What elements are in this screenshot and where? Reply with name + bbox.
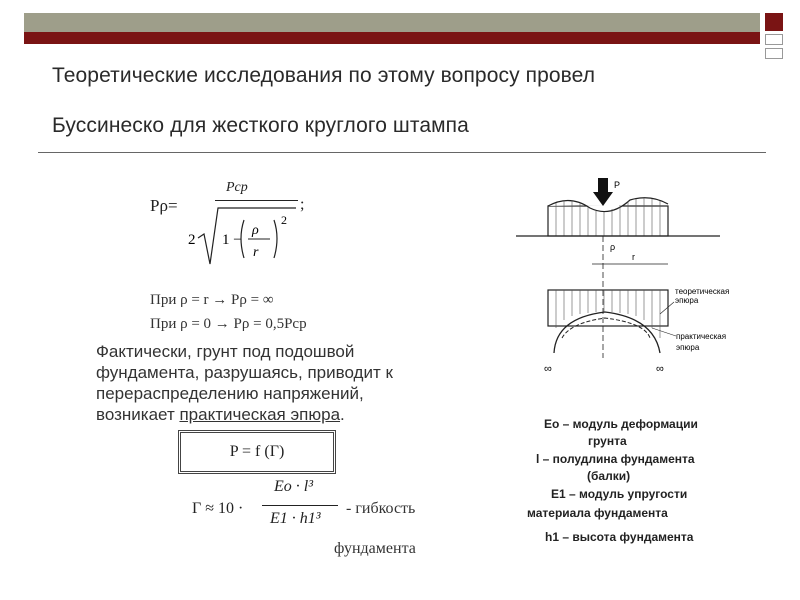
paragraph-line: возникает практическая эпюра. [96,405,345,424]
formula1-fraction-bar [215,200,298,201]
formula1-numerator: Pср [226,180,248,195]
condition-2: При ρ = 0 → Pρ = 0,5Pср [150,316,307,332]
load-hatching [555,198,661,236]
note-h1: h1 – высота фундамента [545,530,694,544]
practical-label-2: эпюра [676,343,700,352]
flexibility-label: - гибкость [346,500,416,517]
note-eo: Eo – модуль деформации [544,417,698,431]
svg-text:1 −: 1 − [222,232,242,248]
practical-label: практическая [676,332,726,341]
header-bar [24,13,760,32]
corner-square-filled [765,13,783,31]
note-l-cont: (балки) [587,469,631,483]
flexibility-fraction-bar [262,505,338,506]
lower-stamp-outline [547,289,669,327]
theoretical-label: теоретическая [675,287,729,296]
corner-square-outline [765,48,783,59]
title-divider [38,152,766,153]
infinity-right: ∞ [656,363,664,375]
load-curve [547,197,669,213]
rho-label: ρ [610,242,615,252]
flexibility-lhs: Г ≈ 10 · [192,500,244,517]
infinity-left: ∞ [544,363,552,375]
svg-text:2: 2 [188,232,196,248]
stress-diagram: P ρ r теоретическая эпюра практическая э… [516,178,729,375]
theoretical-label-2: эпюра [675,296,699,305]
flexibility-label-cont: фундамента [334,540,416,557]
load-label: P [614,180,620,190]
note-e1: E1 – модуль упругости [551,487,688,501]
r-label: r [632,252,635,262]
load-arrow-shaft [598,178,608,194]
paragraph-line: фундамента, разрушаясь, приводит к [96,363,393,382]
paragraph-line: Фактически, грунт под подошвой [96,342,355,361]
formula1-denominator: 2 1 − ρ r 2 [188,207,296,265]
corner-square-outline [765,34,783,45]
corner-decoration [765,13,783,62]
note-l: l – полудлина фундамента [536,452,695,466]
note-e1-cont: материала фундамента [527,506,668,520]
boxed-formula: P = f (Г) [178,430,336,474]
formula1-suffix: ; [300,196,305,213]
svg-text:ρ: ρ [251,223,259,238]
flexibility-denominator: E1 · h1³ [270,510,321,527]
slide-title-line1: Теоретические исследования по этому вопр… [52,64,596,87]
underlined-term: практическая эпюра [179,405,341,424]
formula1-lhs: Pρ= [150,196,178,215]
header-accent-bar [24,32,760,44]
flexibility-numerator: Eo · l³ [274,478,314,495]
svg-text:r: r [253,245,259,260]
load-arrow-head [593,192,613,206]
slide-title-line2: Буссинеско для жесткого круглого штампа [52,114,469,137]
svg-text:2: 2 [281,213,287,227]
condition-1: При ρ = r → Pρ = ∞ [150,292,274,308]
paragraph-line: перераспределению напряжений, [96,384,364,403]
note-eo-cont: грунта [588,434,627,448]
theoretical-curve [553,311,661,354]
practical-curve [561,317,651,339]
explanation-paragraph: Фактически, грунт под подошвой фундамент… [96,341,446,425]
